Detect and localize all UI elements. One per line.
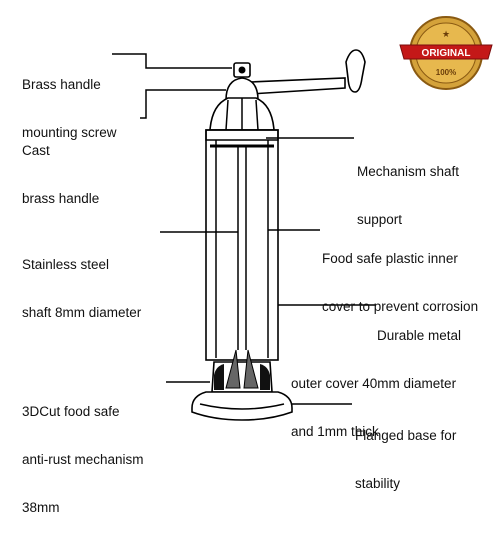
flanged-base <box>191 391 293 421</box>
badge-text: ORIGINAL <box>422 48 471 59</box>
label-inner-cover: Food safe plastic inner cover to prevent… <box>322 251 479 314</box>
dome-cap <box>225 77 259 101</box>
grinder-illustration <box>191 49 366 421</box>
badge-subtext: 100% <box>436 68 456 77</box>
label-base: Flanged base for stability <box>355 428 457 491</box>
original-badge: ORIGINAL 100% ★ <box>399 16 493 90</box>
outer-cover <box>205 129 279 361</box>
leader-lines <box>112 53 376 405</box>
label-shaft-support: Mechanism shaft support <box>357 164 460 227</box>
crank-arm <box>249 77 346 95</box>
label-brass-screw: Brass handle mounting screw <box>22 77 117 140</box>
svg-text:★: ★ <box>442 29 450 39</box>
label-steel-shaft: Stainless steel shaft 8mm diameter <box>22 257 142 320</box>
diagram-drawing: ORIGINAL 100% ★ <box>112 16 493 421</box>
label-mechanism: 3DCut food safe anti-rust mechanism 38mm <box>22 404 144 515</box>
grinder-diagram: ORIGINAL 100% ★ Brass handle mounting sc… <box>22 16 493 515</box>
label-cast-handle: Cast brass handle <box>22 143 100 206</box>
label-outer-cover: Durable metal outer cover 40mm diameter … <box>291 328 462 439</box>
crank-knob <box>345 49 366 93</box>
